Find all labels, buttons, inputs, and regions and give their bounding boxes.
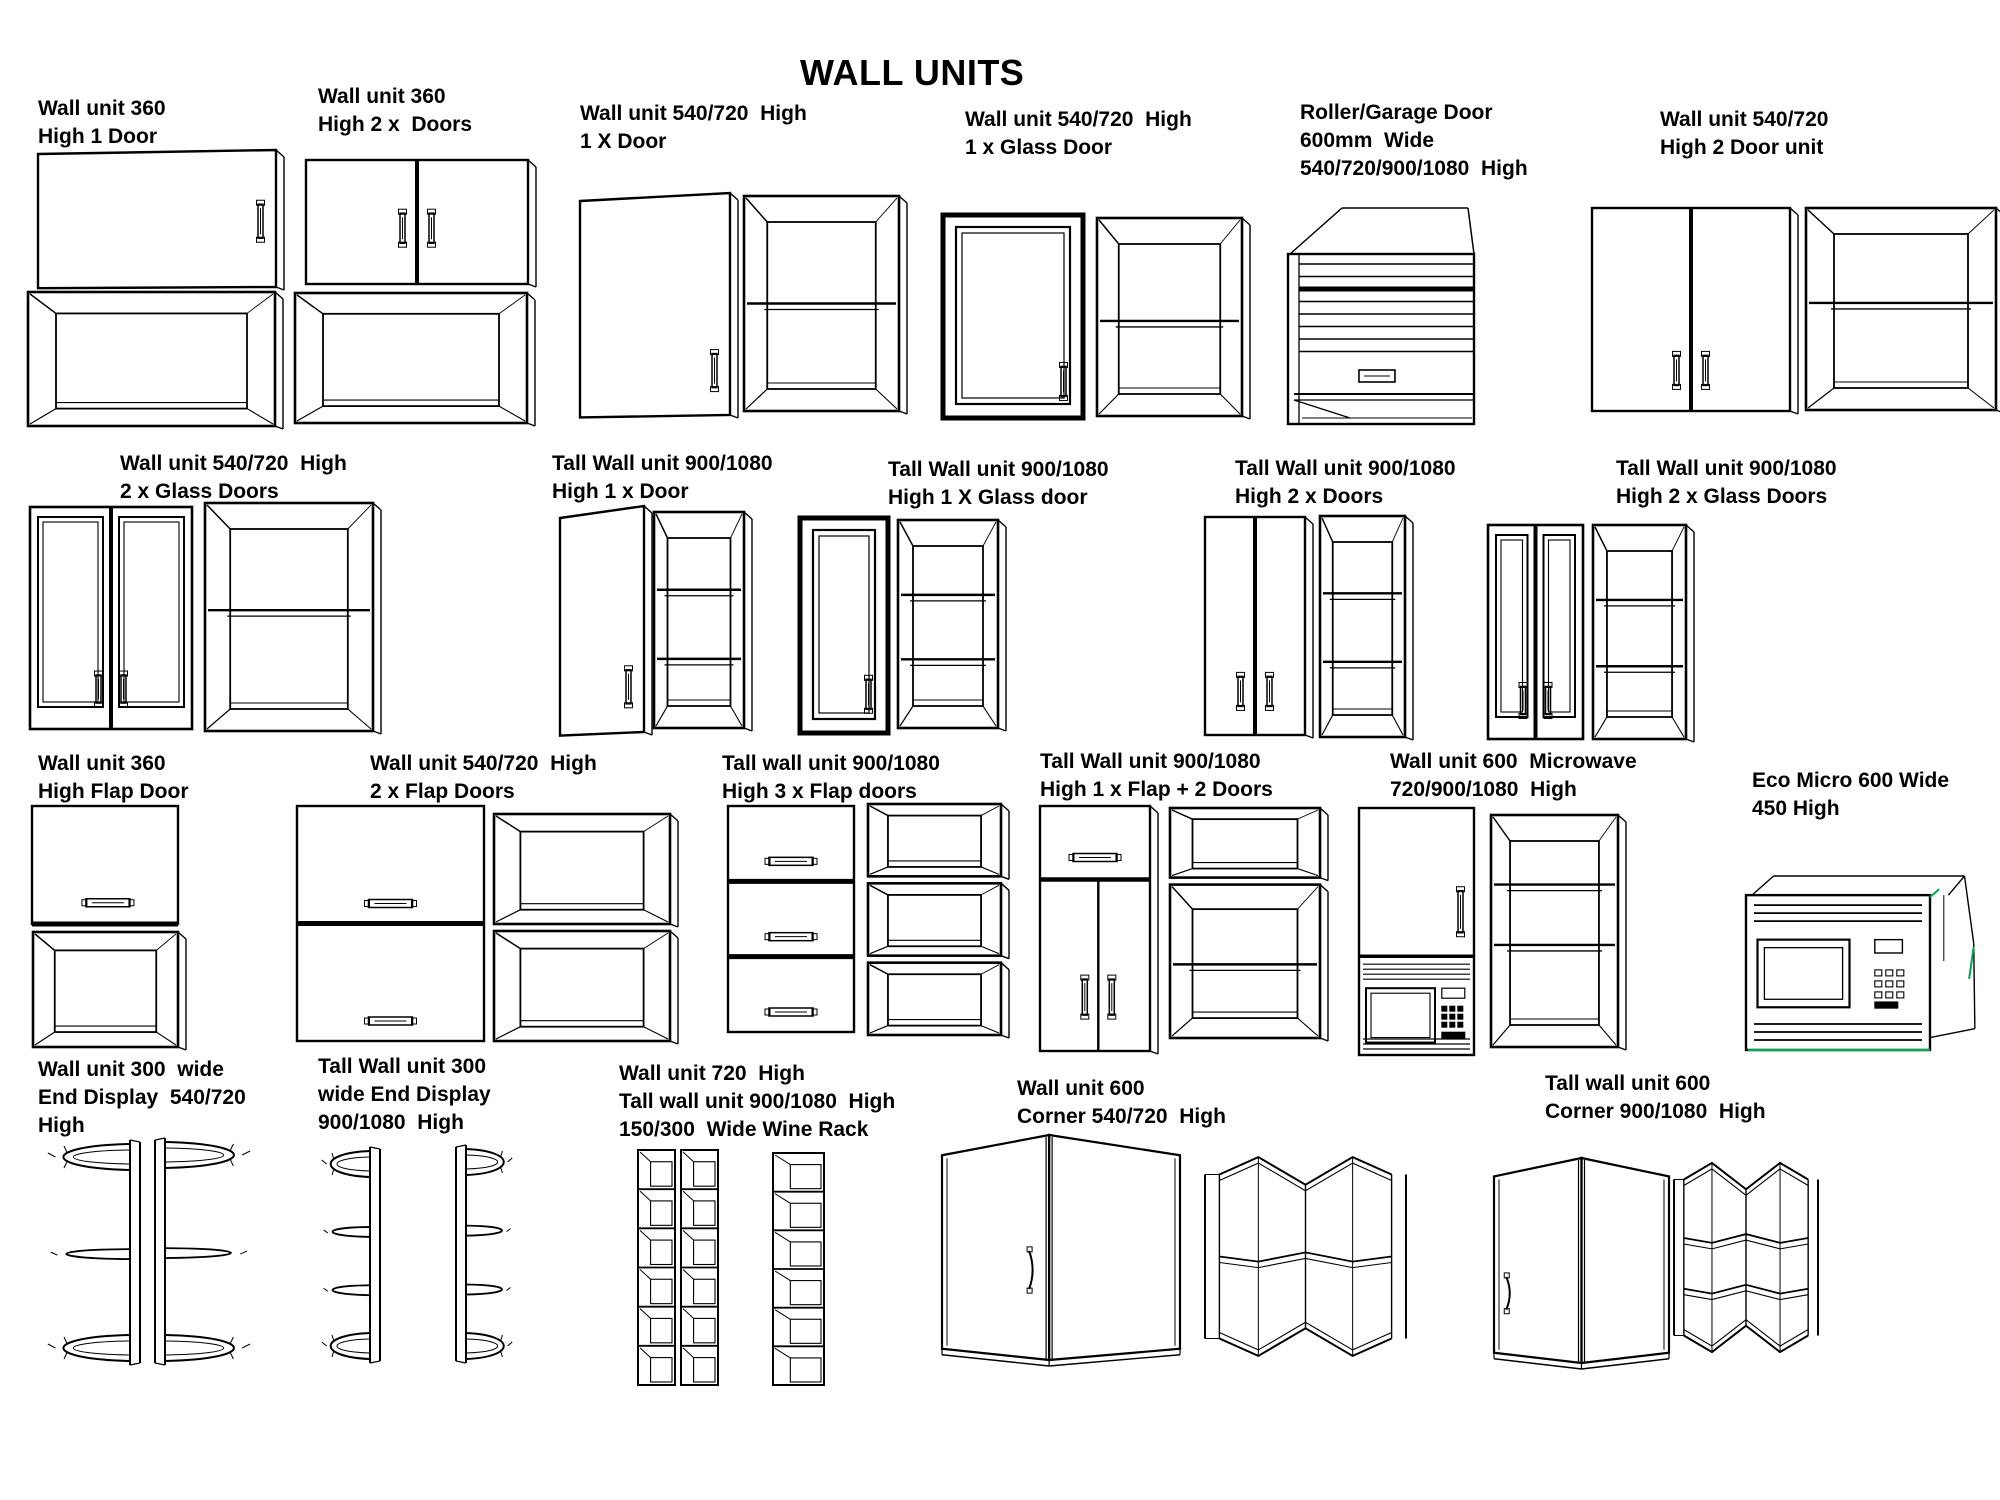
- wall-540-720-high-2-flap-doors-closed-drawing: [289, 798, 502, 1057]
- tall-900-1080-high-1-flap-2-doors-closed-drawing: [1032, 798, 1168, 1067]
- wall-360-high-flap-door-open-drawing: [25, 924, 196, 1063]
- unit-label-wall-360-high-2-doors: Wall unit 360 High 2 x Doors: [318, 85, 473, 136]
- tall-300-end-display-open-right-drawing: [448, 1137, 532, 1379]
- unit-label-wall-540-720-high-1-glass-door: Wall unit 540/720 High 1 x Glass Door: [965, 108, 1192, 159]
- unit-label-wall-300-end-display: Wall unit 300 wide End Display 540/720 H…: [38, 1058, 246, 1137]
- unit-label-tall-900-1080-high-2-glass-doors: Tall Wall unit 900/1080 High 2 x Glass D…: [1616, 457, 1837, 508]
- tall-900-1080-high-1-door-open-drawing: [646, 504, 762, 744]
- page-title: WALL UNITS: [800, 52, 1025, 93]
- tall-900-1080-high-1-flap-2-doors-open-drawing: [1162, 800, 1338, 1054]
- wine-rack-double-drawing: [630, 1142, 736, 1401]
- wall-540-720-high-1-glass-door-open-drawing: [1089, 210, 1260, 432]
- unit-label-tall-300-end-display: Tall Wall unit 300 wide End Display 900/…: [318, 1055, 491, 1134]
- unit-label-wall-540-720-high-2-flap-doors: Wall unit 540/720 High 2 x Flap Doors: [370, 752, 597, 803]
- wall-540-720-high-1-door-closed-drawing: [572, 185, 748, 431]
- unit-label-roller-garage-door: Roller/Garage Door 600mm Wide 540/720/90…: [1300, 101, 1528, 180]
- wall-540-720-high-2-door-unit-closed-drawing: [1584, 200, 1808, 427]
- eco-micro-600-front-drawing: [1738, 864, 1994, 1066]
- unit-label-tall-900-1080-high-1-door: Tall Wall unit 900/1080 High 1 x Door: [552, 452, 773, 503]
- wall-360-high-1-door-closed-drawing: [30, 142, 294, 303]
- tall-900-1080-high-1-door-closed-drawing: [552, 498, 662, 748]
- unit-label-tall-900-1080-high-3-flap-doors: Tall wall unit 900/1080 High 3 x Flap do…: [722, 752, 940, 803]
- tall-900-1080-high-1-glass-door-closed-drawing: [792, 510, 906, 749]
- wall-300-end-display-open-left-drawing: [37, 1132, 158, 1381]
- unit-label-eco-micro-600: Eco Micro 600 Wide 450 High: [1752, 769, 1950, 820]
- wall-360-high-2-doors-open-drawing: [287, 285, 545, 439]
- wall-360-high-1-door-open-drawing: [20, 284, 293, 442]
- tall-900-1080-high-2-doors-closed-drawing: [1197, 509, 1323, 751]
- wall-600-corner-closed-drawing: [934, 1127, 1198, 1376]
- unit-label-tall-600-corner: Tall wall unit 600 Corner 900/1080 High: [1545, 1072, 1766, 1123]
- wall-600-corner-open-drawing: [1195, 1146, 1426, 1375]
- unit-label-wall-540-720-high-2-glass-doors: Wall unit 540/720 High 2 x Glass Doors: [120, 452, 347, 503]
- wall-300-end-display-open-right-drawing: [147, 1130, 271, 1381]
- tall-300-end-display-open-left-drawing: [312, 1139, 398, 1379]
- wall-540-720-high-1-door-open-drawing: [736, 188, 917, 427]
- unit-label-wall-360-high-1-door: Wall unit 360 High 1 Door: [38, 97, 166, 148]
- unit-label-tall-900-1080-high-1-glass-door: Tall Wall unit 900/1080 High 1 X Glass d…: [888, 458, 1109, 509]
- wall-360-high-flap-door-closed-drawing: [24, 798, 196, 940]
- tall-600-corner-closed-drawing: [1486, 1150, 1687, 1379]
- unit-label-tall-900-1080-high-2-doors: Tall Wall unit 900/1080 High 2 x Doors: [1235, 457, 1456, 508]
- wall-540-720-high-1-glass-door-closed-drawing: [935, 207, 1101, 434]
- tall-900-1080-high-3-flap-doors-open-drawing: [860, 796, 1019, 1051]
- tall-900-1080-high-1-glass-door-open-drawing: [890, 512, 1016, 744]
- unit-label-wall-540-720-high-1-door: Wall unit 540/720 High 1 X Door: [580, 102, 807, 153]
- tall-900-1080-high-2-glass-doors-closed-drawing: [1480, 517, 1601, 755]
- wine-rack-single-drawing: [765, 1145, 842, 1401]
- unit-label-wine-rack: Wall unit 720 High Tall wall unit 900/10…: [619, 1062, 896, 1141]
- wall-540-720-high-2-glass-doors-closed-drawing: [22, 499, 210, 745]
- wall-540-720-high-2-flap-doors-open-drawing: [486, 806, 688, 1057]
- unit-label-tall-900-1080-high-1-flap-2-doors: Tall Wall unit 900/1080 High 1 x Flap + …: [1040, 750, 1273, 801]
- tall-900-1080-high-2-doors-open-drawing: [1312, 508, 1423, 753]
- unit-label-wall-540-720-high-2-door-unit: Wall unit 540/720 High 2 Door unit: [1660, 108, 1829, 159]
- unit-label-wall-360-high-flap-door: Wall unit 360 High Flap Door: [38, 752, 189, 803]
- unit-label-wall-600-corner: Wall unit 600 Corner 540/720 High: [1017, 1077, 1226, 1128]
- tall-900-1080-high-3-flap-doors-closed-drawing: [720, 798, 872, 1048]
- wall-600-microwave-closed-drawing: [1351, 800, 1492, 1071]
- wall-540-720-high-2-door-unit-open-drawing: [1798, 200, 2000, 426]
- tall-900-1080-high-2-glass-doors-open-drawing: [1585, 517, 1704, 755]
- roller-garage-door-closed-drawing: [1278, 198, 1496, 442]
- unit-label-wall-600-microwave: Wall unit 600 Microwave 720/900/1080 Hig…: [1390, 750, 1637, 801]
- tall-600-corner-open-drawing: [1664, 1152, 1838, 1371]
- wall-600-microwave-open-drawing: [1483, 807, 1636, 1063]
- wall-360-high-2-doors-closed-drawing: [298, 152, 546, 300]
- wall-540-720-high-2-glass-doors-open-drawing: [197, 495, 391, 747]
